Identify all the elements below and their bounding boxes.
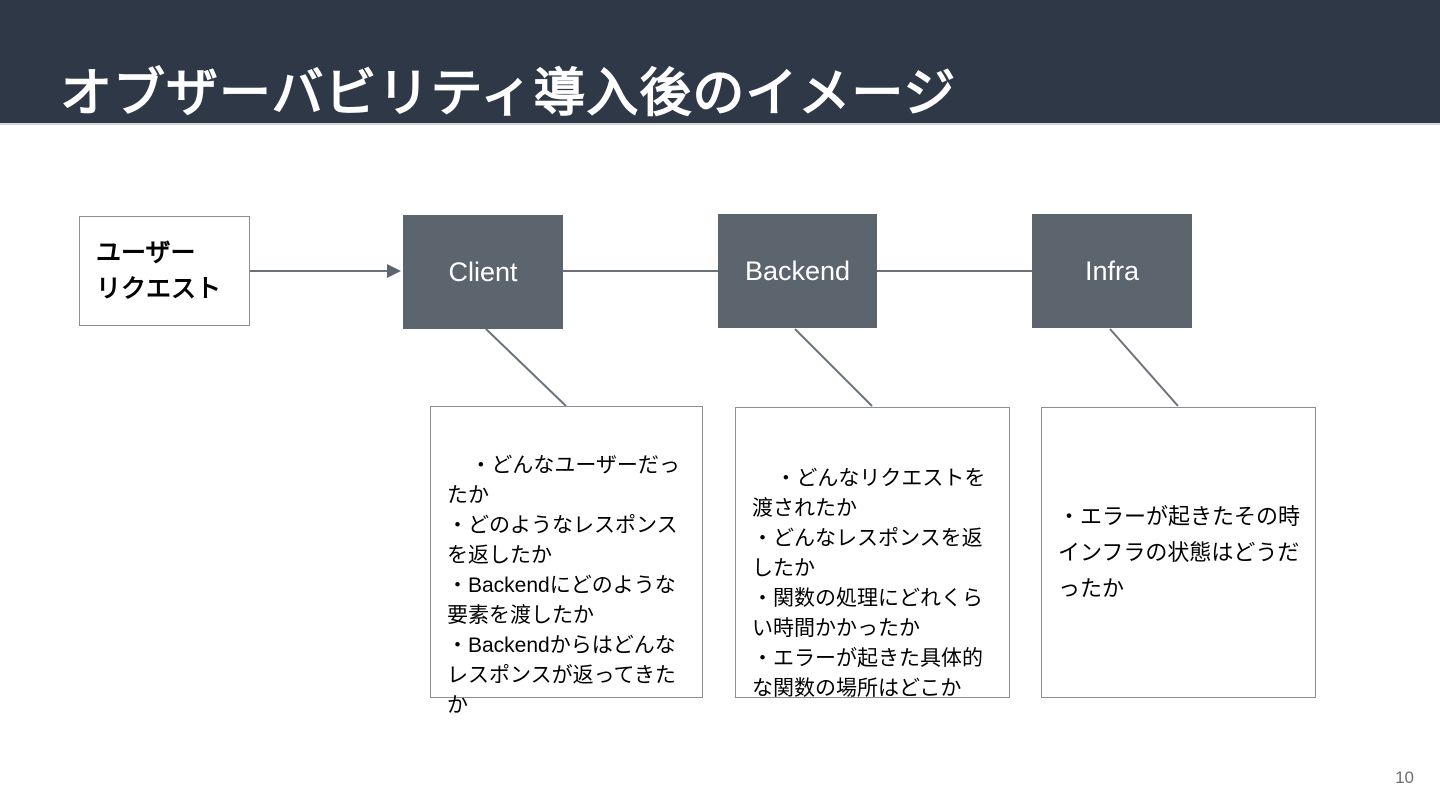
slide-header-band [0,0,1440,123]
page-title: オブザーバビリティ導入後のイメージ [60,65,957,123]
header-divider [0,123,1440,125]
node-user-request[interactable]: ユーザー リクエスト [79,216,250,326]
annotation-box-client[interactable]: ・どんなユーザーだったか ・どのようなレスポンスを返したか ・Backendにど… [430,406,703,717]
annotation-client-text: ・どんなユーザーだったか ・どのようなレスポンスを返したか ・Backendにど… [447,454,680,717]
node-backend[interactable]: Backend [718,214,877,328]
annotation-box-backend[interactable]: ・どんなリクエストを渡されたか ・どんなレスポンスを返したか ・関数の処理にどれ… [735,407,1010,700]
annotation-backend-text: ・どんなリクエストを渡されたか ・どんなレスポンスを返したか ・関数の処理にどれ… [752,467,986,700]
annotation-box-infra[interactable]: ・エラーが起きたその時インフラの状態はどうだったか [1041,407,1316,698]
node-backend-label: Backend [744,255,851,286]
node-client-label: Client [448,256,518,287]
node-user-request-label: ユーザー リクエスト [96,239,222,303]
architecture-diagram: ユーザー リクエスト Client Backend Infra ・どんなユーザー… [0,123,1440,810]
node-infra[interactable]: Infra [1032,214,1192,328]
node-client[interactable]: Client [403,215,563,329]
annotation-infra-text: ・エラーが起きたその時インフラの状態はどうだったか [1058,503,1301,601]
leader-backend-to-annotation [794,328,873,407]
page-number: 10 [1395,768,1414,787]
node-infra-label: Infra [1084,255,1140,286]
leader-client-to-annotation [485,328,567,407]
leader-infra-to-annotation [1109,328,1179,407]
